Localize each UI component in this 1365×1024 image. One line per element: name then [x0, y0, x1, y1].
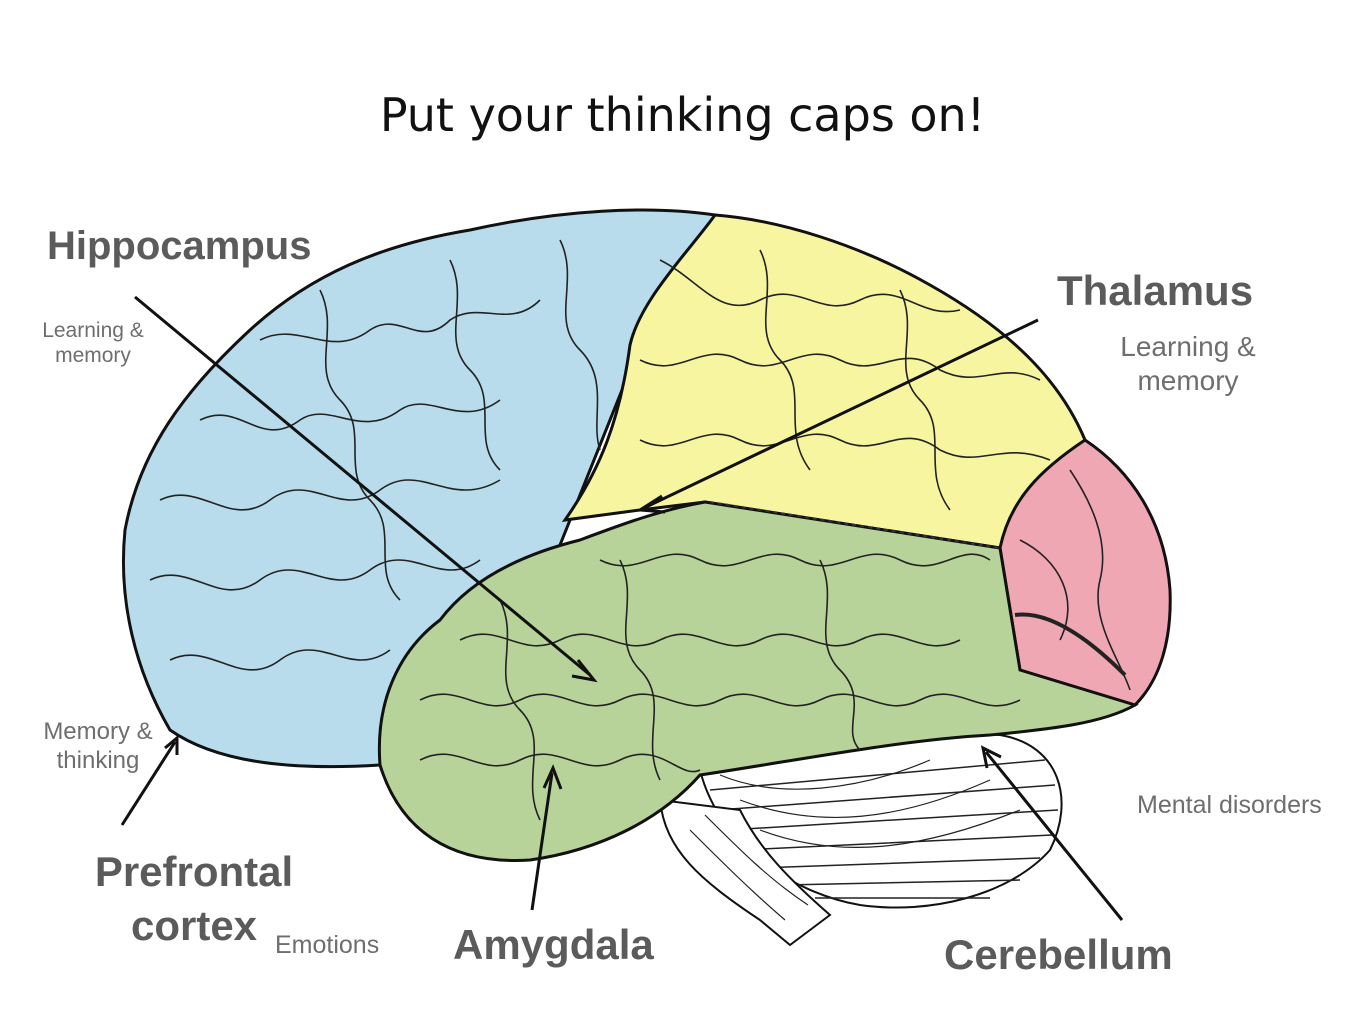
amygdala-label: Amygdala [453, 921, 654, 968]
thalamus-label: Thalamus [1057, 267, 1254, 314]
hippocampus-note-line1: Learning & [42, 319, 144, 342]
amygdala-arrow [530, 772, 554, 911]
occipital-lobe [998, 438, 1172, 707]
cerebellum-arrow [984, 751, 1124, 921]
thalamus-note-line2: memory [1137, 364, 1239, 396]
prefrontal-note: Memory & thinking [28, 718, 168, 776]
thalamus-note: Learning & memory [1098, 330, 1278, 397]
cerebellum-label: Cerebellum [944, 931, 1173, 978]
cerebellum-note: Mental disorders [1137, 791, 1322, 819]
prefrontal-arrow [120, 741, 177, 826]
cerebellum-region [698, 732, 1063, 909]
prefrontal-note-line2: thinking [56, 746, 140, 774]
hippocampus-arrow [134, 295, 591, 677]
amygdala-note: Emotions [275, 931, 380, 959]
frontal-lobe [121, 208, 718, 769]
thalamus-note-line1: Learning & [1120, 331, 1256, 362]
prefrontal-label-line2: cortex [130, 901, 258, 949]
thalamus-arrow [643, 318, 1039, 510]
prefrontal-cortex-label: Prefrontal cortex [84, 845, 304, 953]
page-title: Put your thinking caps on! [379, 88, 986, 142]
prefrontal-note-line1: Memory & [43, 718, 153, 745]
hippocampus-label: Hippocampus [47, 224, 312, 268]
brain-stem [658, 798, 832, 947]
hippocampus-note-line2: memory [55, 344, 131, 368]
gyri-lines [149, 239, 1131, 821]
prefrontal-label-line1: Prefrontal [94, 848, 294, 895]
hippocampus-note: Learning & memory [28, 318, 158, 368]
pointer-arrows [120, 295, 1124, 921]
temporal-lobe [377, 500, 1139, 862]
